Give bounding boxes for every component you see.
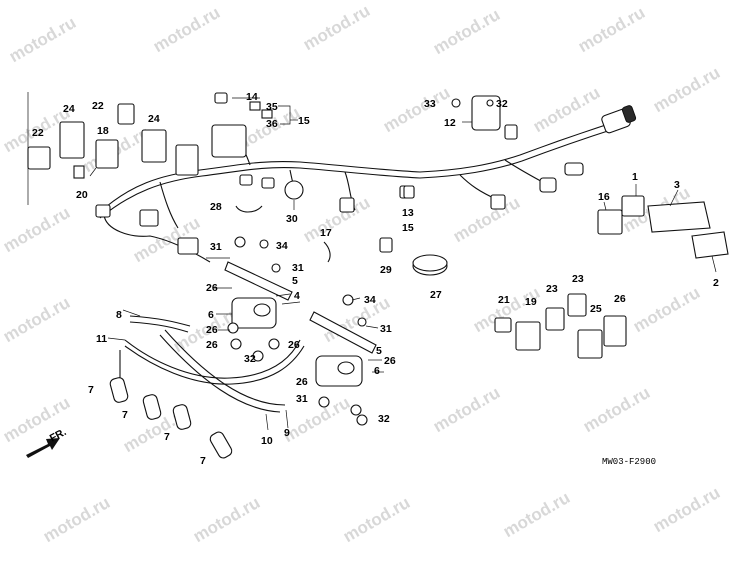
part-29: [379, 237, 393, 253]
relay-24: [59, 121, 85, 159]
label-20: 20: [76, 189, 88, 201]
modules-right: [494, 195, 729, 359]
relay-22: [27, 146, 51, 170]
label-5: 5: [376, 345, 382, 357]
label-23: 23: [546, 283, 558, 295]
diagram-code: MW03-F2900: [602, 457, 656, 467]
label-31: 31: [380, 323, 392, 335]
plug-wires: [109, 315, 305, 459]
label-10: 10: [261, 435, 273, 447]
leader-lines: [89, 167, 717, 431]
label-16: 16: [598, 191, 610, 203]
label-36: 36: [266, 118, 278, 130]
clip-20: [73, 165, 85, 179]
connector-1: [621, 195, 645, 217]
grommet-30: [284, 180, 304, 200]
label-7: 7: [164, 431, 170, 443]
label-7: 7: [88, 384, 94, 396]
front-direction-arrow: FR.: [26, 426, 68, 458]
relay-21: [494, 317, 512, 333]
part-17: [323, 241, 331, 263]
label-6: 6: [374, 365, 380, 377]
label-24: 24: [63, 103, 75, 115]
label-24: 24: [148, 113, 160, 125]
label-18: 18: [97, 125, 109, 137]
label-26: 26: [288, 339, 300, 351]
label-32: 32: [496, 98, 508, 110]
label-7: 7: [200, 455, 206, 467]
relay-25: [577, 329, 603, 359]
label-30: 30: [286, 213, 298, 225]
sensor-12: [451, 95, 501, 131]
ecu-3: [647, 201, 711, 233]
relay-group-left: [27, 92, 167, 205]
relay-26: [603, 315, 627, 347]
label-31: 31: [292, 262, 304, 274]
label-13: 13: [402, 207, 414, 219]
label-14: 14: [246, 91, 258, 103]
label-29: 29: [380, 264, 392, 276]
label-31: 31: [210, 241, 222, 253]
label-9: 9: [284, 427, 290, 439]
relay-18: [95, 139, 119, 169]
label-11: 11: [96, 333, 107, 345]
part-labels: 1 2 3 4 5 5 6 6 7 7 7 7 8 9 10 11 12 13 …: [32, 91, 719, 467]
unit-2: [691, 231, 729, 259]
label-8: 8: [116, 309, 122, 321]
label-22: 22: [32, 127, 44, 139]
label-27: 27: [430, 289, 442, 301]
label-7: 7: [122, 409, 128, 421]
label-6: 6: [208, 309, 214, 321]
relay-24b: [141, 129, 167, 163]
part-13: [403, 185, 415, 199]
wire-harness: [95, 105, 637, 263]
label-5: 5: [292, 275, 298, 287]
label-35: 35: [266, 101, 278, 113]
label-28: 28: [210, 201, 222, 213]
label-23: 23: [572, 273, 584, 285]
label-32: 32: [378, 413, 390, 425]
module-16: [597, 209, 623, 235]
ignition-coil-upper: [224, 236, 293, 362]
label-26: 26: [296, 376, 308, 388]
label-26: 26: [206, 339, 218, 351]
label-26: 26: [206, 282, 218, 294]
label-1: 1: [632, 171, 638, 183]
label-34: 34: [364, 294, 376, 306]
label-26: 26: [614, 293, 626, 305]
label-17: 17: [320, 227, 332, 239]
relay-23: [545, 307, 565, 331]
label-31: 31: [296, 393, 308, 405]
label-26: 26: [206, 324, 218, 336]
label-15: 15: [402, 222, 414, 234]
relay-23b: [567, 293, 587, 317]
label-33: 33: [424, 98, 436, 110]
label-26: 26: [384, 355, 396, 367]
label-21: 21: [498, 294, 510, 306]
label-22: 22: [92, 100, 104, 112]
label-12: 12: [444, 117, 456, 129]
label-25: 25: [590, 303, 602, 315]
direction-label: FR.: [48, 426, 69, 445]
label-34: 34: [276, 240, 288, 252]
relay-19: [515, 321, 541, 351]
clamp-28: [235, 205, 263, 213]
label-3: 3: [674, 179, 680, 191]
ignition-coil-lower: [309, 294, 377, 426]
label-32: 32: [244, 353, 256, 365]
relay-22b: [117, 103, 135, 125]
label-4: 4: [294, 290, 300, 302]
top-parts: [214, 92, 298, 125]
label-19: 19: [525, 296, 537, 308]
label-2: 2: [713, 277, 719, 289]
label-15: 15: [298, 115, 310, 127]
